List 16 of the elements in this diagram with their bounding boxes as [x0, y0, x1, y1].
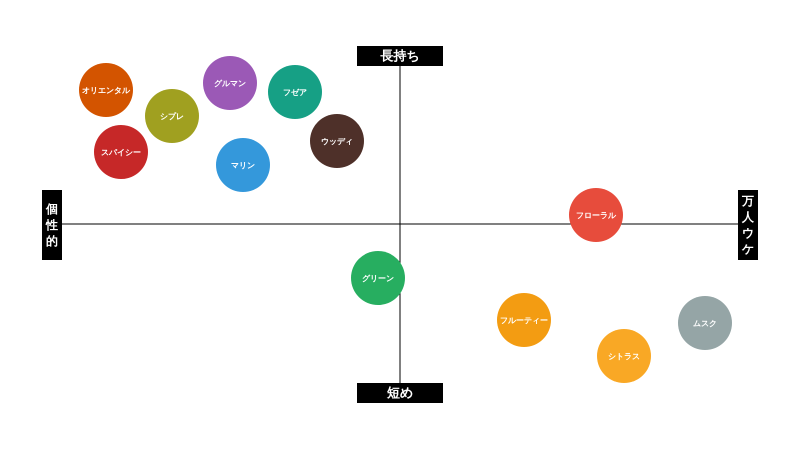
category-circle: グリーン — [351, 251, 405, 305]
category-circle: フルーティー — [497, 293, 551, 347]
category-circle: シプレ — [145, 89, 199, 143]
axis-label: 短め — [357, 383, 443, 403]
category-circle: グルマン — [203, 56, 257, 110]
axis-label: 長持ち — [357, 46, 443, 66]
category-circle: ウッディ — [310, 114, 364, 168]
category-circle: マリン — [216, 138, 270, 192]
axis-label: 個性的 — [42, 190, 62, 260]
category-circle: フゼア — [268, 65, 322, 119]
axis-label: 万人ウケ — [738, 190, 758, 260]
category-circle: フローラル — [569, 188, 623, 242]
category-circle: スパイシー — [94, 125, 148, 179]
category-circle: ムスク — [678, 296, 732, 350]
category-circle: オリエンタル — [79, 63, 133, 117]
category-circle: シトラス — [597, 329, 651, 383]
